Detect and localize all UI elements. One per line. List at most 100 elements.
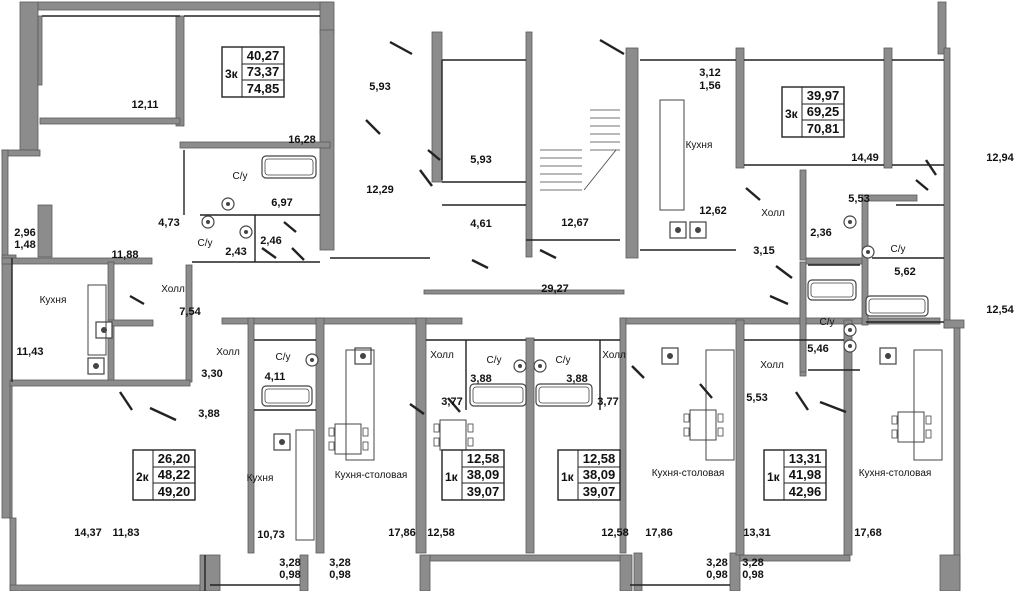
room-label: 16,28	[288, 134, 316, 146]
kitchen-counter	[913, 349, 943, 461]
room-label: С/у	[891, 244, 906, 255]
apartment-rooms-count: 2к	[136, 470, 150, 484]
wall-segment	[419, 554, 431, 591]
sink-drain	[848, 344, 852, 348]
wall-segment	[1, 149, 9, 259]
bathtub-inner	[538, 386, 590, 404]
stove-burner	[93, 363, 99, 369]
chair	[362, 441, 369, 451]
door-leaf	[283, 221, 297, 233]
stove-burner	[695, 227, 701, 233]
door-leaf	[261, 247, 277, 259]
room-label: 2,36	[810, 227, 831, 239]
room-label: 12,58	[427, 527, 455, 539]
apartment-living-area: 12,58	[467, 451, 500, 466]
door-leaf	[291, 247, 305, 261]
kitchen-counter	[295, 429, 315, 541]
room-label: Кухня-столовая	[859, 468, 932, 479]
dining-table	[334, 423, 362, 455]
wall-segment	[431, 31, 443, 183]
wall-segment	[805, 257, 867, 265]
apartment-total-with-balcony: 49,20	[158, 484, 191, 499]
apartment-badge-frame	[221, 46, 285, 98]
kitchen-counter	[345, 349, 375, 461]
sink-drain	[244, 230, 248, 234]
room-label: 17,68	[854, 527, 882, 539]
wall-segment	[619, 554, 633, 591]
chair	[891, 429, 898, 439]
room-label: 3,77	[597, 396, 618, 408]
wall-segment	[39, 117, 181, 125]
wall-segment	[315, 317, 325, 554]
room-label: С/у	[487, 355, 502, 366]
wall-segment	[9, 381, 13, 523]
room-label: 11,83	[113, 527, 140, 539]
wall-segment	[175, 15, 185, 127]
wall-segment	[299, 554, 309, 591]
room-label: 12,94	[986, 152, 1014, 164]
door-leaf	[599, 38, 625, 56]
room-label: 3,88	[470, 373, 491, 385]
room-label: 12,54	[986, 304, 1014, 316]
stove-burner	[360, 353, 366, 359]
sink-drain	[518, 364, 522, 368]
door-leaf	[409, 403, 425, 415]
dining-table	[439, 419, 467, 451]
fixtures	[87, 99, 943, 541]
room-label: 4,11	[265, 371, 286, 383]
wall-segment	[9, 584, 211, 591]
room-label: Кухня-столовая	[335, 470, 408, 481]
apartment-living-area: 26,20	[158, 451, 191, 466]
wall-segment	[619, 317, 627, 554]
apartment-living-area: 13,31	[789, 451, 822, 466]
door-leaf	[819, 400, 847, 414]
bathtub-inner	[264, 158, 314, 176]
room-label: 1,56	[699, 80, 720, 92]
room-label: Кухня	[686, 140, 713, 151]
door-leaf	[427, 149, 441, 161]
dining-table	[689, 409, 717, 441]
bathtub-inner	[472, 386, 524, 404]
room-label: 5,93	[470, 154, 491, 166]
stove-burner	[675, 227, 681, 233]
room-label: 6,97	[271, 197, 292, 209]
apartment-badge-frame	[781, 86, 845, 138]
stair-landing	[583, 149, 617, 191]
apartment-total-area: 73,37	[247, 64, 280, 79]
chair	[467, 423, 474, 433]
wall-segment	[937, 1, 947, 55]
room-label: 3,28	[742, 557, 763, 569]
room-label: 5,46	[807, 343, 828, 355]
door-leaf	[769, 294, 789, 306]
room-label: 12,11	[132, 99, 159, 111]
room-label: 3,88	[566, 373, 587, 385]
apartment-badge-frame	[132, 449, 196, 501]
room-label: 0,98	[742, 569, 763, 581]
chair	[467, 437, 474, 447]
stove-burner	[667, 353, 673, 359]
room-label: 4,73	[158, 217, 179, 229]
room-label: Кухня-столовая	[652, 468, 725, 479]
room-label: 11,43	[17, 346, 44, 358]
door-leaf	[775, 265, 793, 279]
room-label: 12,58	[601, 527, 629, 539]
room-label: Кухня	[40, 295, 67, 306]
chair	[717, 427, 724, 437]
wall-segment	[843, 319, 853, 556]
partitions	[11, 15, 944, 591]
wall-segment	[319, 29, 335, 251]
room-label: 13,31	[743, 527, 771, 539]
bathtub-inner	[810, 282, 854, 298]
door-leaf	[119, 391, 133, 411]
apartment-total-with-balcony: 39,07	[583, 484, 616, 499]
wall-segment	[625, 47, 639, 259]
room-label: Холл	[602, 350, 626, 361]
door-leaf	[745, 187, 761, 201]
kitchen-counter	[659, 99, 685, 211]
room-label: 17,86	[388, 527, 416, 539]
wall-segment	[799, 261, 807, 373]
sink-drain	[226, 202, 230, 206]
chair	[433, 437, 440, 447]
